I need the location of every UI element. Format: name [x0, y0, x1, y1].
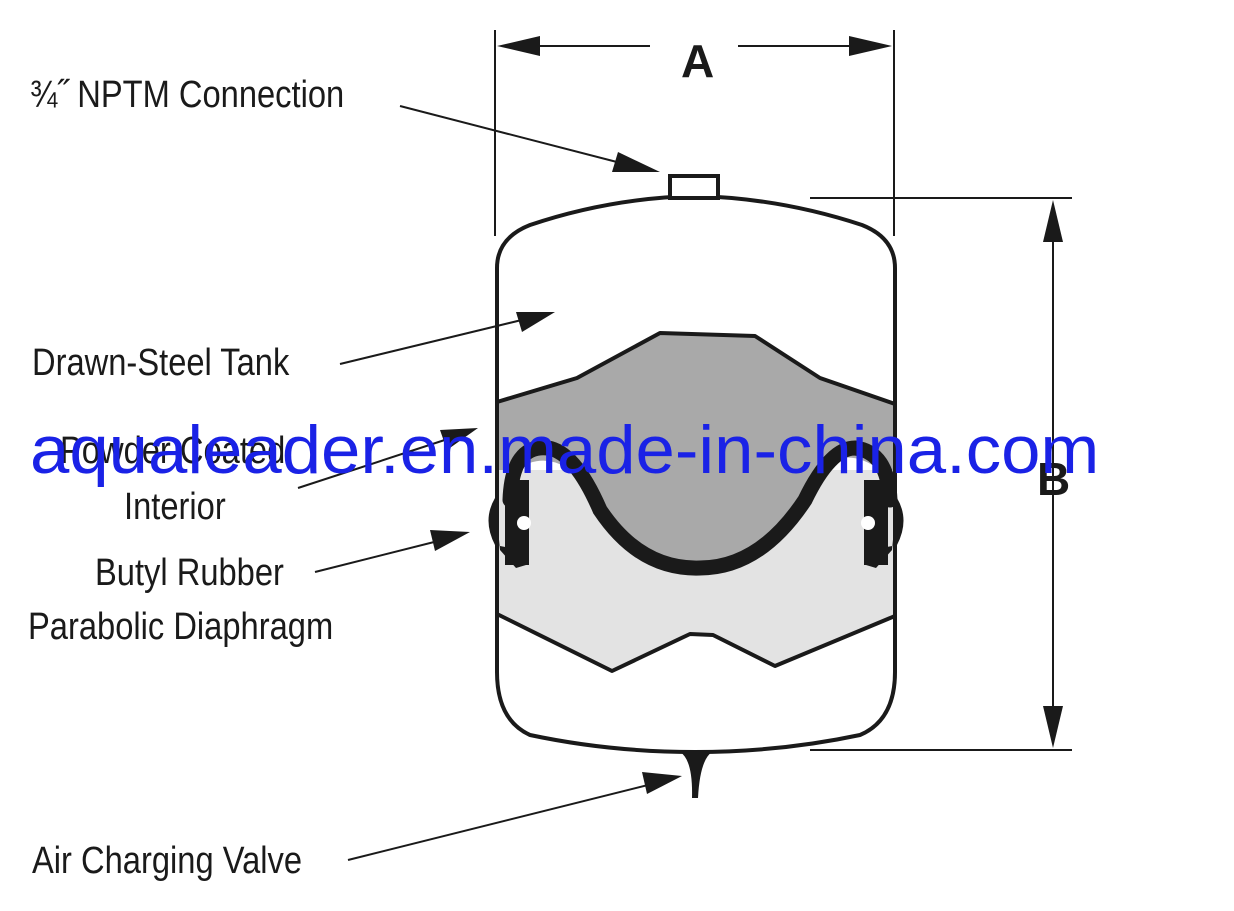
valve-label: Air Charging Valve: [32, 840, 303, 882]
tank-shell: [495, 193, 897, 755]
tank-interior: [497, 333, 895, 671]
upper-diaphragm-outline: [496, 331, 896, 406]
air-charging-valve-stem: [680, 752, 712, 798]
diaphragm-label-line1: Butyl Rubber: [95, 552, 284, 594]
dimension-a: [494, 30, 895, 236]
watermark-text: aqualeader.en.made-in-china.com: [30, 412, 1100, 488]
water-region: [497, 333, 895, 567]
coating-label-line1: Powder Coated: [60, 430, 286, 472]
dimension-a-label: A: [681, 35, 715, 87]
leader-diaphragm: [314, 530, 470, 573]
connection-label: ¾˝ NPTM Connection: [30, 74, 345, 116]
butyl-diaphragm-curve: [502, 440, 898, 576]
dimension-b: [810, 197, 1072, 751]
tank-label: Drawn-Steel Tank: [32, 342, 290, 384]
left-clamp-ring: [488, 480, 531, 568]
leader-connection: [399, 105, 660, 172]
leader-valve: [347, 772, 682, 861]
leader-tank: [339, 312, 555, 365]
leader-coating: [297, 428, 478, 489]
lower-diaphragm-outline: [496, 612, 896, 673]
coating-label-line2: Interior: [124, 486, 226, 528]
nptm-connection-fitting: [668, 174, 720, 200]
dimension-b-label: B: [1037, 453, 1071, 505]
diaphragm-label-line2: Parabolic Diaphragm: [28, 606, 334, 648]
right-clamp-ring: [861, 480, 904, 568]
